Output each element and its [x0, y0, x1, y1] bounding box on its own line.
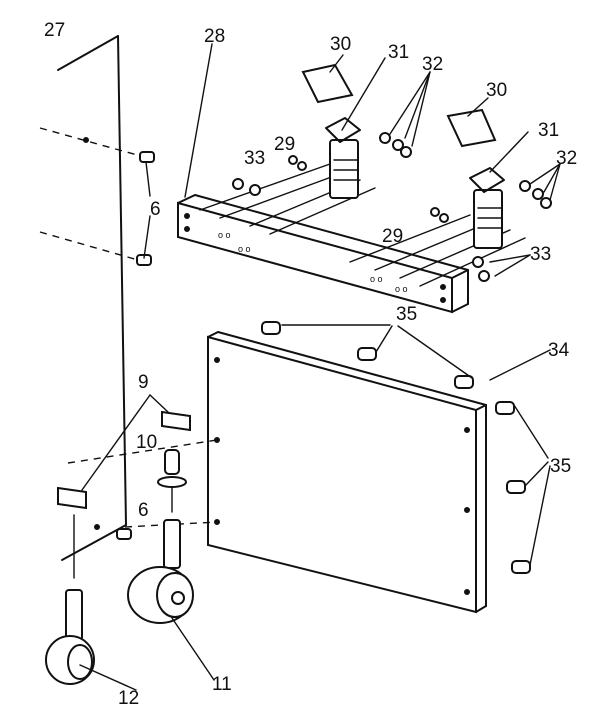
caster-wheel-small [45, 514, 95, 685]
label-35-top: 35 [396, 304, 417, 325]
hinge-assembly-left [232, 63, 412, 199]
label-11: 11 [212, 674, 232, 695]
label-12: 12 [118, 688, 139, 709]
label-32-right: 32 [556, 148, 577, 169]
svg-text:o o: o o [218, 230, 231, 240]
caster-bracket [57, 394, 191, 510]
label-6-bottom: 6 [138, 500, 149, 521]
label-31-right: 31 [538, 120, 559, 141]
label-10: 10 [136, 432, 157, 453]
label-9: 9 [138, 372, 149, 393]
label-33-right: 33 [530, 244, 551, 265]
label-32-top: 32 [422, 54, 443, 75]
hinge-assembly-right [430, 108, 552, 282]
front-panel-screws [261, 321, 551, 574]
label-6-top: 6 [150, 199, 161, 220]
cross-bracket: o o o o o o o o [177, 194, 469, 314]
label-28: 28 [204, 26, 225, 47]
caster-wheel-large [127, 519, 194, 624]
svg-text:o o: o o [395, 284, 408, 294]
leader-lines [79, 43, 561, 691]
label-33-top: 33 [244, 148, 265, 169]
label-34: 34 [548, 340, 570, 361]
side-panel [39, 35, 149, 561]
label-27: 27 [44, 20, 65, 41]
label-30-right: 30 [486, 80, 507, 101]
caster-stem-plate [157, 449, 187, 513]
svg-text:o o: o o [238, 244, 251, 254]
label-30-top: 30 [330, 34, 351, 55]
label-29-right: 29 [382, 226, 403, 247]
front-panel [67, 331, 487, 614]
label-31-top: 31 [388, 42, 409, 63]
label-29-top: 29 [274, 134, 295, 155]
panel-screws [83, 137, 155, 540]
svg-text:o o: o o [370, 274, 383, 284]
part-labels: 27 28 30 31 32 33 29 30 31 32 29 33 6 35… [44, 20, 577, 709]
label-35-right: 35 [550, 456, 571, 477]
